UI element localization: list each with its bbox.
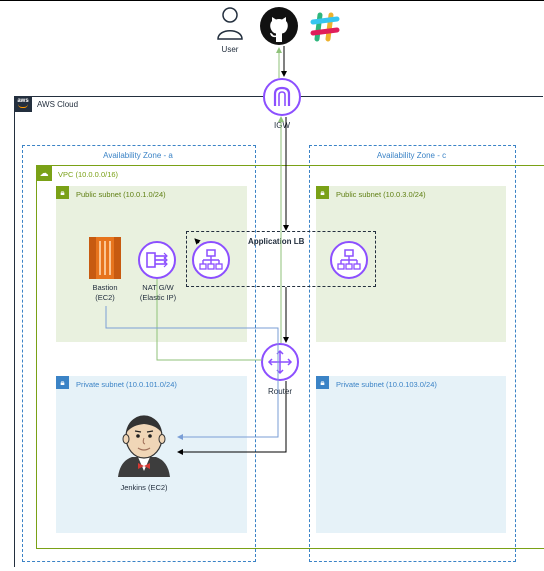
bastion-label-line2: (EC2) bbox=[95, 293, 115, 302]
nat-label-line2: (Elastic IP) bbox=[139, 293, 177, 302]
internet-gateway-icon bbox=[263, 78, 301, 116]
bastion-label-line1: Bastion bbox=[92, 283, 118, 292]
top-rule bbox=[0, 0, 544, 1]
ec2-icon bbox=[89, 237, 121, 279]
nat-label-line1: NAT G/W bbox=[142, 283, 174, 292]
availability-zone-c bbox=[309, 145, 516, 562]
nat-gateway-icon bbox=[138, 241, 176, 279]
jenkins-icon bbox=[114, 413, 174, 479]
user-icon bbox=[216, 6, 244, 40]
availability-zone-a bbox=[22, 145, 256, 562]
az-a-label: Availability Zone - a bbox=[103, 151, 173, 160]
github-icon bbox=[259, 6, 299, 46]
igw-label: IGW bbox=[274, 121, 290, 130]
az-c-label: Availability Zone - c bbox=[376, 151, 447, 160]
load-balancer-icon bbox=[192, 241, 230, 279]
lock-icon: 🔒︎ bbox=[56, 376, 69, 389]
router-label: Router bbox=[267, 387, 292, 396]
aws-cloud-label: AWS Cloud bbox=[37, 100, 79, 109]
cloud-icon: ☁ bbox=[36, 165, 52, 181]
private-subnet-c-label: Private subnet (10.0.103.0/24) bbox=[336, 380, 437, 389]
alb-label: Application LB bbox=[248, 237, 305, 246]
public-subnet-a-label: Public subnet (10.0.1.0/24) bbox=[76, 190, 166, 199]
router-icon bbox=[261, 343, 299, 381]
private-subnet-a-label: Private subnet (10.0.101.0/24) bbox=[76, 380, 177, 389]
aws-logo: aws bbox=[14, 96, 32, 112]
vpc-boundary bbox=[36, 165, 544, 549]
slack-icon bbox=[308, 10, 342, 44]
lock-icon: 🔒︎ bbox=[316, 376, 329, 389]
load-balancer-icon bbox=[330, 241, 368, 279]
lock-icon: 🔒︎ bbox=[56, 186, 69, 199]
private-subnet-c bbox=[316, 376, 506, 533]
jenkins-label: Jenkins (EC2) bbox=[120, 483, 168, 492]
public-subnet-c-label: Public subnet (10.0.3.0/24) bbox=[336, 190, 426, 199]
user-label: User bbox=[221, 45, 239, 54]
vpc-label: VPC (10.0.0.0/16) bbox=[58, 170, 119, 179]
lock-icon: 🔒︎ bbox=[316, 186, 329, 199]
